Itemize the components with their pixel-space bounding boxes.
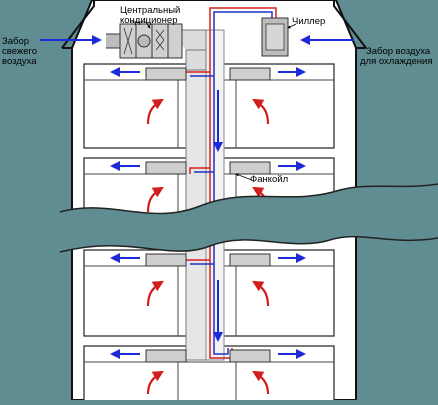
- fresh-air-label-2: свежего: [2, 46, 37, 57]
- fan-icon: [137, 34, 151, 48]
- fresh-air-label-1: Забор: [2, 36, 29, 47]
- leader-lines: [130, 21, 297, 181]
- chiller-unit: [261, 17, 289, 57]
- fan-coil-floor-2: [145, 161, 187, 175]
- cooling-air-label-2: для охлаждения: [360, 56, 433, 67]
- fan-coil-floor-1: [145, 67, 187, 81]
- fan-coil-units: [145, 67, 271, 363]
- fan-coil-label: Фанкойл: [250, 174, 288, 185]
- central-ac-unit: [106, 23, 183, 59]
- air-red-arrow: [146, 98, 164, 125]
- break-band: [59, 183, 438, 253]
- fan-coil-floor-4: [145, 349, 187, 363]
- air-blue-arrows: [40, 35, 354, 359]
- labels: Центральный кондиционер Чиллер Фанкойл З…: [2, 5, 433, 185]
- chiller-label: Чиллер: [292, 16, 325, 27]
- central-ac-label-2: кондиционер: [120, 15, 178, 26]
- cooling-air-label-1: Забор воздуха: [366, 46, 431, 57]
- fan-coil-floor-3: [145, 253, 187, 267]
- fresh-air-label-3: воздуха: [2, 56, 37, 67]
- central-ac-label-1: Центральный: [120, 5, 180, 16]
